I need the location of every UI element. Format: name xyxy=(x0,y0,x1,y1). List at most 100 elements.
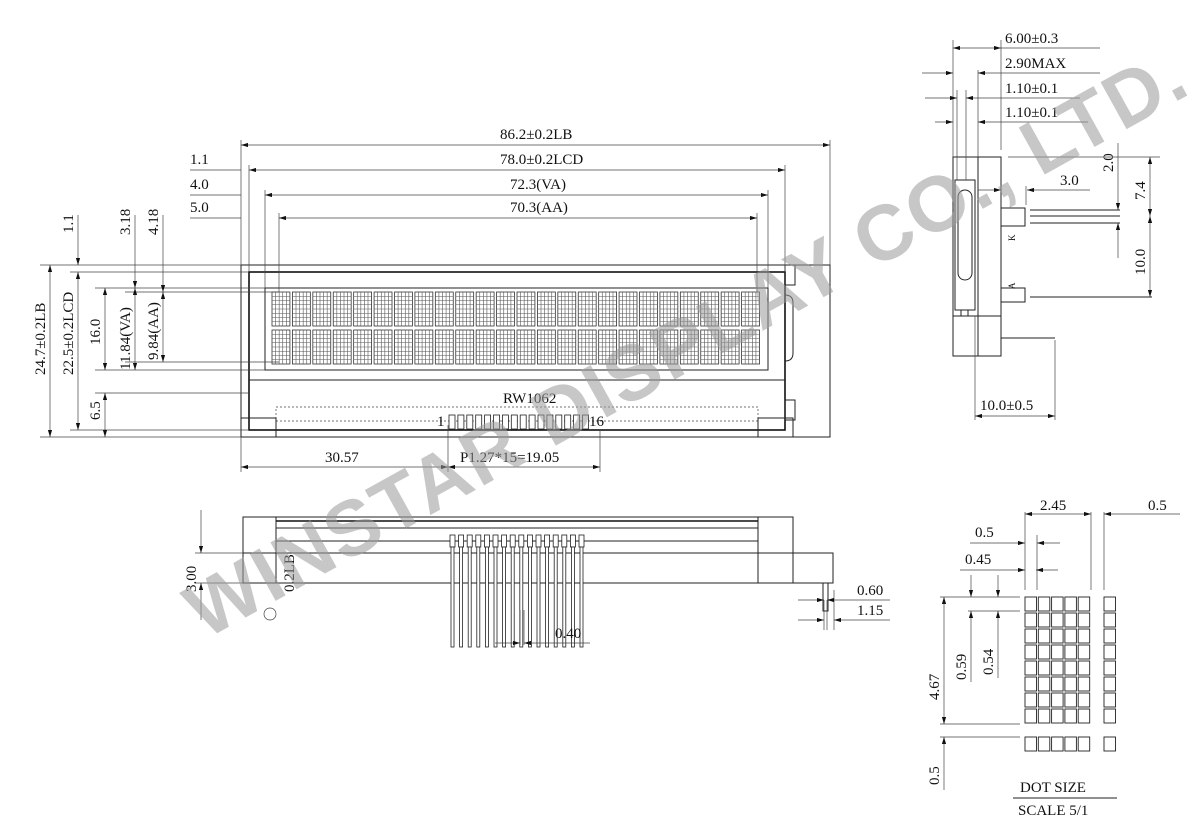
pin-head xyxy=(458,534,465,548)
character-cell xyxy=(639,291,658,327)
pin xyxy=(448,414,456,430)
dot xyxy=(1103,708,1116,724)
character-cell xyxy=(394,329,413,365)
dim-t1: 1.10±0.1 xyxy=(1005,81,1058,97)
dim-7-4: 7.4 xyxy=(1133,181,1149,200)
dot xyxy=(1103,676,1116,692)
pin-leg xyxy=(459,546,464,648)
pin xyxy=(501,414,509,430)
lcd-glass xyxy=(248,271,786,431)
front-view: RW1062 1 16 86.2±0.2LB 78.0±0.2LCD 72.3(… xyxy=(33,127,831,472)
dot xyxy=(1064,708,1077,724)
pin-head xyxy=(475,534,482,548)
pin-leg xyxy=(450,546,455,648)
dot xyxy=(1077,628,1091,644)
pin xyxy=(475,414,483,430)
pin xyxy=(546,414,554,430)
dim-va-width: 72.3(VA) xyxy=(510,177,566,193)
character-cell xyxy=(618,291,638,327)
character-cell xyxy=(455,329,475,365)
module-outline xyxy=(240,264,831,438)
cursor-dot xyxy=(1103,736,1116,752)
dot xyxy=(1037,692,1051,708)
dot xyxy=(1103,692,1116,708)
pin-head xyxy=(518,534,525,548)
character-cell xyxy=(394,291,413,327)
pin-header xyxy=(448,414,589,430)
character-cell xyxy=(639,329,658,365)
pin-head xyxy=(570,534,576,548)
character-cell xyxy=(353,291,372,327)
dim-thickness: 3.00 xyxy=(184,566,200,592)
cursor-dot xyxy=(1051,736,1064,752)
dot xyxy=(1024,692,1037,708)
dot xyxy=(1024,644,1037,660)
character-cell xyxy=(700,329,720,365)
dim-left-5-0: 5.0 xyxy=(190,200,209,216)
dot xyxy=(1064,628,1077,644)
character-cell xyxy=(516,291,536,327)
dim-top-4-18: 4.18 xyxy=(146,209,162,235)
dim-pin-width: 0.40 xyxy=(555,626,581,642)
dim-top-3-18: 3.18 xyxy=(118,209,134,235)
dot xyxy=(1103,596,1116,612)
character-cell xyxy=(598,291,617,327)
dim-10-0: 10.0 xyxy=(1133,249,1149,275)
dot xyxy=(1064,612,1077,628)
dot xyxy=(1077,676,1091,692)
character-cell xyxy=(434,329,454,365)
dim-overall-width: 86.2±0.2LB xyxy=(500,127,572,143)
viewing-area xyxy=(264,287,769,371)
dim-pitch-x: 0.5 xyxy=(975,525,994,541)
pin xyxy=(555,414,563,430)
dim-max: 2.90MAX xyxy=(1005,56,1066,72)
dim-gap: 0.5 xyxy=(1148,498,1167,514)
dot xyxy=(1064,596,1077,612)
character-cell xyxy=(537,329,556,365)
pin-k-label: K xyxy=(1007,234,1017,241)
dim-left-1-1: 1.1 xyxy=(190,152,209,168)
character-cell xyxy=(475,329,495,365)
dim-tolerance: 0.2LB xyxy=(282,554,298,592)
dim-dot-h: 0.54 xyxy=(981,648,997,675)
pin-head xyxy=(535,534,542,548)
character-cell xyxy=(659,291,679,327)
pin-last-label: 16 xyxy=(589,414,605,430)
pin xyxy=(484,414,492,430)
dim-lcd-width: 78.0±0.2LCD xyxy=(500,152,583,168)
dot xyxy=(1051,708,1064,724)
cursor-dot xyxy=(1064,736,1077,752)
dot xyxy=(1051,628,1064,644)
pin-head xyxy=(483,534,490,548)
character-cell xyxy=(414,291,434,327)
character-cell xyxy=(373,291,393,327)
cursor-dot xyxy=(1077,736,1091,752)
pin-leg xyxy=(510,546,515,648)
dot xyxy=(1103,628,1116,644)
character-cell xyxy=(353,329,372,365)
pin-leg xyxy=(493,546,498,648)
pin xyxy=(457,414,465,430)
character-cell xyxy=(557,329,577,365)
dim-cursor-gap: 0.5 xyxy=(927,766,943,785)
dim-pin-a: 0.60 xyxy=(857,583,883,599)
character-cell xyxy=(312,291,332,327)
character-cell xyxy=(557,291,577,327)
dim-pin-len: 3.0 xyxy=(1060,173,1079,189)
dot xyxy=(1064,660,1077,676)
pin-leg xyxy=(502,546,507,648)
bottom-view: 3.00 0.2LB 0.40 0.60 1.15 xyxy=(184,510,890,648)
dot xyxy=(1077,660,1091,676)
character-cell xyxy=(475,291,495,327)
character-cell xyxy=(537,291,556,327)
dim-bottom: 10.0±0.5 xyxy=(980,398,1033,414)
character-cell xyxy=(292,291,311,327)
dot xyxy=(1051,660,1064,676)
character-cell xyxy=(414,329,434,365)
dot xyxy=(1064,692,1077,708)
pin-head xyxy=(561,534,568,548)
pin-head xyxy=(527,534,533,548)
character-cell xyxy=(496,329,515,365)
